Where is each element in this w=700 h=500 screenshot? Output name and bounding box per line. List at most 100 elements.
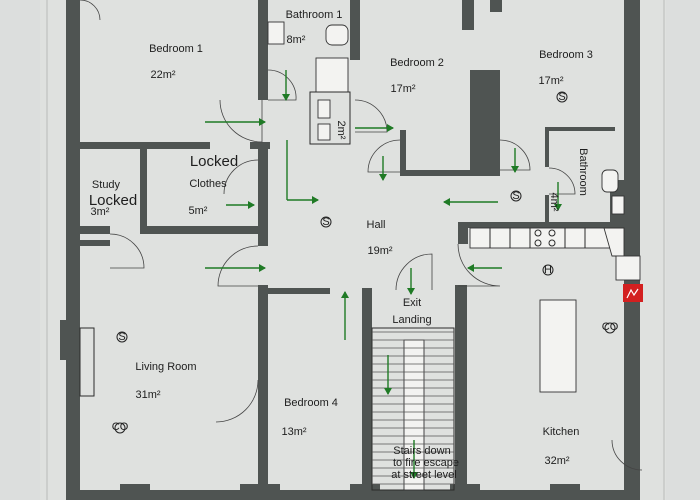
bathroom2-area: 4m²	[548, 193, 560, 212]
wall-pier-left	[60, 320, 68, 360]
wall-living-top	[258, 240, 268, 246]
wall-study-bottom	[80, 226, 110, 234]
bedroom3-name: Bedroom 3	[539, 49, 593, 61]
wc-area: 2m²	[335, 121, 347, 140]
svg-text:S: S	[558, 91, 565, 103]
bathroom1-area: 8m²	[287, 34, 306, 46]
co-detector-icon: CO	[602, 321, 619, 334]
bedroom2-area: 17m²	[390, 83, 415, 95]
toilet-icon	[601, 169, 619, 193]
wall-bathroom2-left	[545, 195, 549, 222]
clothes-area: 5m²	[189, 205, 208, 217]
bedroom4-name: Bedroom 4	[284, 397, 338, 409]
exit-label: Exit	[403, 297, 421, 309]
wall-bed1-bottom	[250, 142, 270, 149]
svg-text:CO: CO	[602, 321, 619, 333]
wall-living-bed4	[258, 285, 268, 490]
wall-kitchen-top	[458, 222, 624, 228]
door-living	[217, 245, 259, 287]
clothes-locked-tag: Locked	[190, 153, 238, 170]
escape-route	[205, 70, 562, 479]
wall-bottom-pier	[240, 484, 280, 500]
wall-bottom-pier	[550, 484, 580, 500]
wall-bed2-side	[400, 130, 406, 176]
room-labels: Bedroom 1 22m² Bathroom 1 8m² Bedroom 2 …	[89, 9, 593, 481]
sink-icon	[317, 123, 331, 141]
wall-clothes-hall	[258, 149, 268, 244]
wall-living-top	[80, 240, 110, 246]
svg-text:CO: CO	[112, 421, 129, 433]
living-area: 31m²	[135, 389, 160, 401]
wall-outer-left	[66, 0, 80, 500]
svg-text:S: S	[512, 190, 519, 202]
landing-name: Landing	[392, 314, 431, 326]
co-detector-icon: CO	[112, 421, 129, 434]
wall-bed2-bottom	[400, 170, 500, 176]
study-area: 3m²	[91, 206, 110, 218]
door-corner	[79, 0, 101, 21]
toilet-icon	[325, 24, 349, 46]
study-locked-tag: Locked	[89, 192, 137, 209]
wall-bed4-top	[268, 288, 330, 294]
bedroom3-area: 17m²	[538, 75, 563, 87]
stairs-note-line2: to fire escape	[393, 457, 459, 469]
bedroom2-name: Bedroom 2	[390, 57, 444, 69]
living-name: Living Room	[135, 361, 196, 373]
heat-detector-icon: H	[542, 264, 554, 276]
smoke-detector-icon: S	[320, 216, 332, 228]
hall-name: Hall	[367, 219, 386, 231]
study-name: Study	[92, 179, 121, 191]
hall-area: 19m²	[367, 245, 392, 257]
door-study	[109, 233, 145, 269]
door-bedroom1	[219, 99, 263, 143]
fireplace-icon	[79, 327, 95, 397]
fridge-icon	[615, 255, 641, 281]
door-bedroom4	[215, 379, 259, 423]
walls	[60, 0, 640, 500]
wc-cubicle	[309, 91, 351, 145]
svg-text:S: S	[322, 216, 329, 228]
wall-kitchen-corner	[458, 222, 468, 244]
bathroom1-name: Bathroom 1	[286, 9, 343, 21]
door-clothes	[223, 159, 259, 195]
smoke-detector-icon: S	[116, 331, 128, 343]
wall-bathroom2-top	[545, 127, 615, 131]
clothes-name: Clothes	[189, 178, 227, 190]
kitchen-name: Kitchen	[543, 426, 580, 438]
wall-landing-right	[455, 285, 467, 490]
wall-bed1-bottom	[80, 142, 210, 149]
doors	[79, 0, 643, 471]
bathroom2-name: Bathroom	[577, 148, 589, 196]
door-kitchen	[457, 243, 501, 287]
stairs-note-line3: at street level	[391, 469, 456, 481]
wall-study-clothes	[140, 149, 147, 234]
door-kitchen-back	[611, 439, 643, 471]
shower-icon	[315, 57, 349, 93]
kitchen-area: 32m²	[544, 455, 569, 467]
wall-bath1-bed2	[350, 0, 360, 60]
bedroom1-area: 22m²	[150, 69, 175, 81]
wall-pier	[462, 0, 474, 30]
wall-bottom-pier	[120, 484, 150, 500]
wall-chimney	[470, 70, 500, 170]
door-bathroom2	[548, 167, 576, 195]
svg-text:H: H	[544, 264, 552, 276]
wall-clothes-bottom	[140, 226, 268, 234]
sink-icon	[611, 195, 625, 215]
smoke-detector-icon: S	[556, 91, 568, 103]
fire-extinguisher-icon	[623, 284, 643, 302]
svg-text:S: S	[118, 331, 125, 343]
stairs-note-line1: Stairs down	[393, 445, 450, 457]
wall-bed1-bath1	[258, 0, 268, 100]
kitchen-island	[539, 299, 577, 393]
smoke-detector-icon: S	[510, 190, 522, 202]
kitchen-fixtures	[469, 227, 641, 393]
wall-landing-left	[362, 288, 372, 490]
stairs-note: Stairs down to fire escape at street lev…	[391, 445, 459, 481]
door-landing	[395, 253, 433, 291]
stairs	[371, 327, 455, 491]
wall-outer-right	[624, 0, 640, 500]
bedroom1-name: Bedroom 1	[149, 43, 203, 55]
toilet-icon	[317, 99, 331, 119]
